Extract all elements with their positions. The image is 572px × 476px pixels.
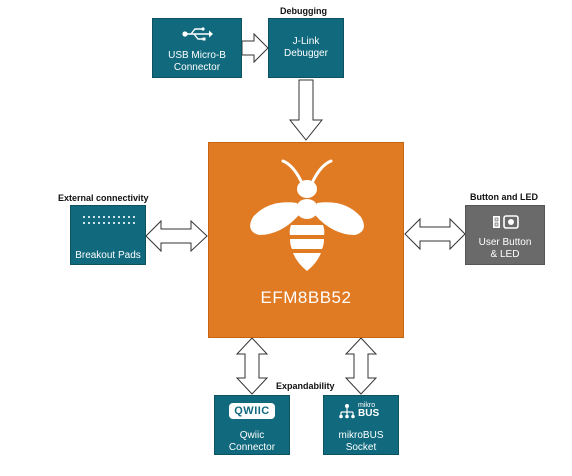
bee-logo — [250, 159, 364, 271]
user-button-led-block: User Button & LED — [465, 205, 545, 265]
arrow-usb-to-jlink — [241, 32, 269, 64]
arrow-mcu-mikrobus — [344, 337, 378, 395]
usb-connector-label-2: Connector — [173, 62, 221, 73]
jlink-label-2: Debugger — [284, 48, 328, 59]
mikrobus-network-icon — [339, 404, 355, 419]
mikrobus-logo-top: mikro — [358, 402, 376, 409]
button-led-icon — [493, 215, 519, 229]
arrow-jlink-to-mcu — [288, 79, 324, 141]
pad-dots-icon — [83, 216, 135, 224]
usb-connector-label-1: USB Micro-B — [168, 50, 226, 61]
arrow-mcu-button — [404, 217, 466, 251]
mcu-label: EFM8BB52 — [260, 288, 352, 307]
user-button-label-2: & LED — [490, 249, 520, 260]
breakout-pads-label: Breakout Pads — [75, 250, 141, 261]
arrow-mcu-qwiic — [235, 337, 269, 395]
mikrobus-socket-block: mikro BUS mikroBUS Socket — [323, 395, 399, 455]
breakout-pads-block: Breakout Pads — [70, 205, 146, 265]
jlink-debugger-block: J-Link Debugger — [268, 18, 344, 78]
button-and-led-label: Button and LED — [470, 192, 538, 202]
arrow-breakout-mcu — [145, 219, 208, 253]
usb-icon — [182, 27, 213, 41]
qwiic-label-1: Qwiic — [239, 430, 265, 441]
external-connectivity-label: External connectivity — [58, 193, 149, 203]
qwiic-logo-text: QWIIC — [234, 405, 270, 417]
user-button-label-1: User Button — [478, 237, 532, 248]
mikrobus-label-1: mikroBUS — [338, 430, 384, 441]
usb-connector-block: USB Micro-B Connector — [152, 18, 242, 78]
mcu-block: EFM8BB52 — [208, 142, 404, 338]
qwiic-logo: QWIIC — [229, 403, 275, 419]
expandability-label: Expandability — [276, 381, 335, 391]
qwiic-connector-block: QWIIC Qwiic Connector — [214, 395, 290, 455]
mikrobus-label-2: Socket — [345, 442, 377, 453]
jlink-label-1: J-Link — [292, 36, 320, 47]
debugging-label: Debugging — [280, 6, 327, 16]
mikrobus-logo-bottom: BUS — [358, 408, 380, 419]
qwiic-label-2: Connector — [228, 442, 276, 453]
